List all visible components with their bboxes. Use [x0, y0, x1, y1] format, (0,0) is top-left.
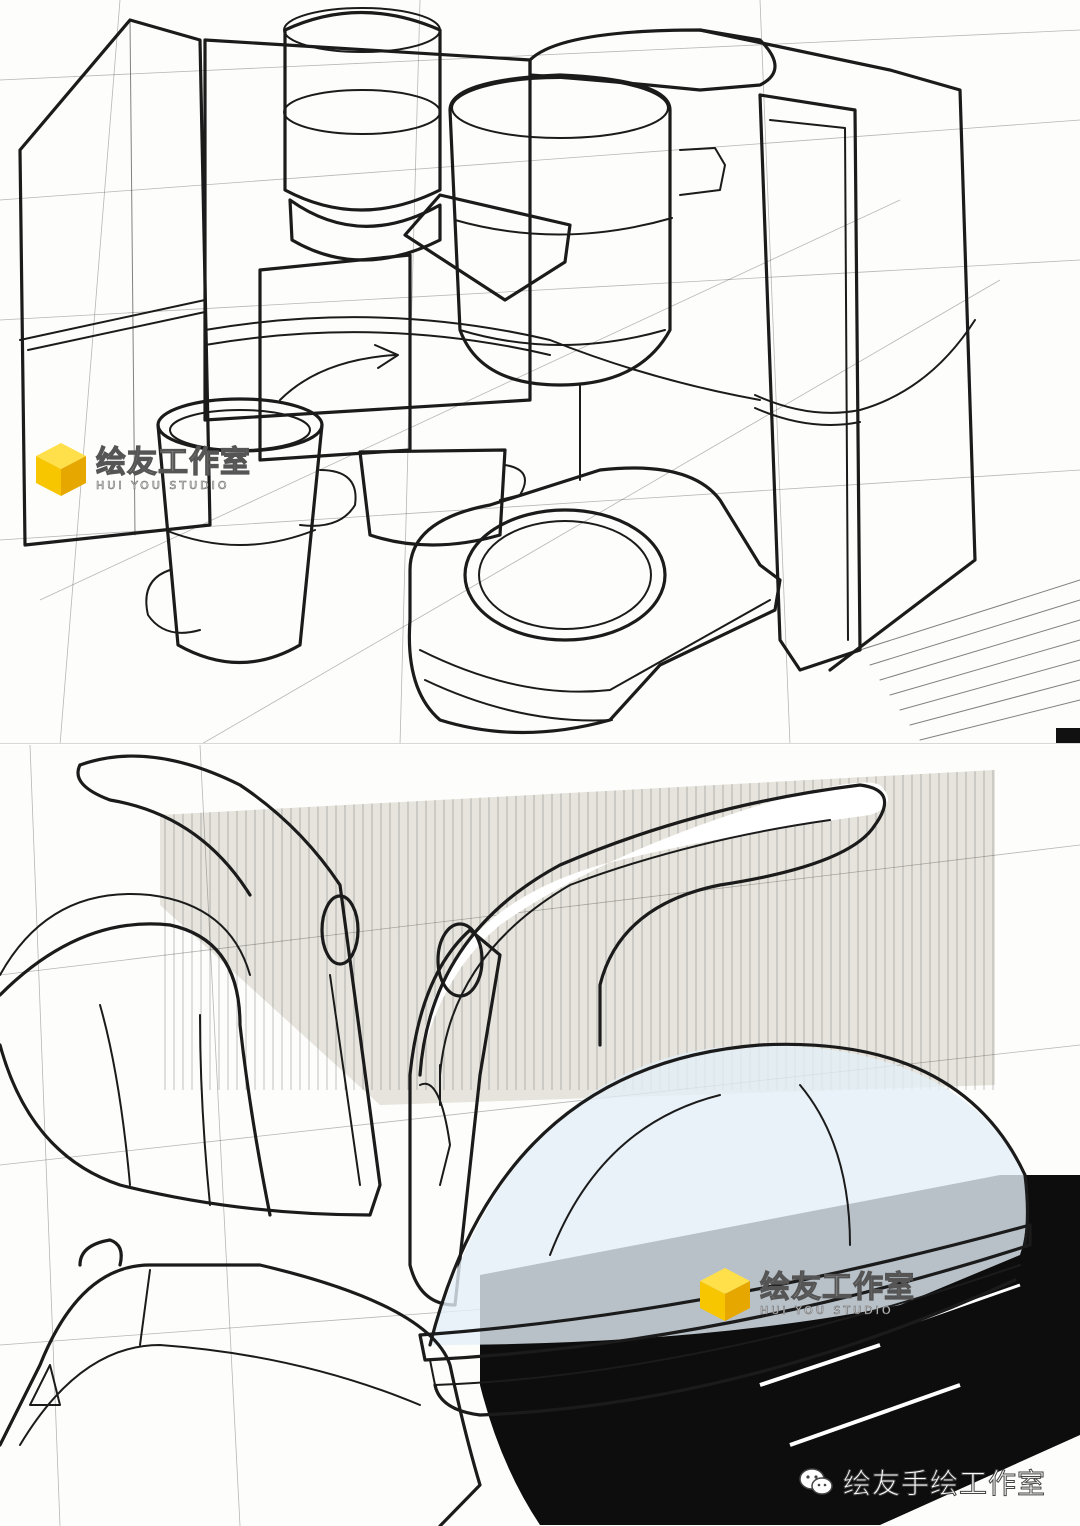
- machine-top-cover: [528, 28, 977, 672]
- watermark-brand-cn: 绘友工作室: [759, 1269, 915, 1305]
- watermark-brand-cn: 绘友工作室: [95, 444, 251, 480]
- backdrop-panel: [160, 770, 995, 1105]
- watermark-brand-en: HUI YOU STUDIO: [760, 1303, 894, 1317]
- studio-watermark-bottom: 绘友工作室 HUI YOU STUDIO: [696, 1265, 915, 1323]
- water-tank: [283, 7, 442, 262]
- machine-right-column: [754, 93, 976, 672]
- small-cup: [358, 448, 526, 547]
- motion-arrow: [279, 344, 399, 401]
- iron-outline: [0, 1238, 482, 1526]
- yellow-cube-icon: [36, 443, 86, 496]
- glass-cup: [145, 397, 357, 665]
- machine-body: [203, 38, 761, 462]
- wechat-icon: [799, 1468, 833, 1495]
- coffee-machine-sketch: 绘友工作室 HUI YOU STUDIO: [0, 0, 1080, 745]
- coffee-machine-drawing: [0, 0, 1080, 745]
- brewing-head: [403, 73, 726, 481]
- kettle-back: [0, 754, 382, 1217]
- kettle-sketch: 绘友工作室 HUI YOU STUDIO 绘友手绘工作室: [0, 745, 1080, 1526]
- corner-mark: [1056, 728, 1080, 745]
- floor-hatching: [859, 579, 1080, 741]
- watermark-brand-en: HUI YOU STUDIO: [96, 478, 230, 492]
- yellow-cube-icon: [700, 1268, 750, 1321]
- drip-tray: [407, 466, 782, 735]
- construction-lines: [0, 0, 1080, 745]
- credit-text: 绘友手绘工作室: [842, 1467, 1046, 1501]
- wechat-credit: 绘友手绘工作室: [799, 1462, 1046, 1502]
- kettle-drawing: [0, 745, 1080, 1526]
- studio-watermark-top: 绘友工作室 HUI YOU STUDIO: [32, 440, 251, 498]
- kettle-front: [408, 782, 1032, 1417]
